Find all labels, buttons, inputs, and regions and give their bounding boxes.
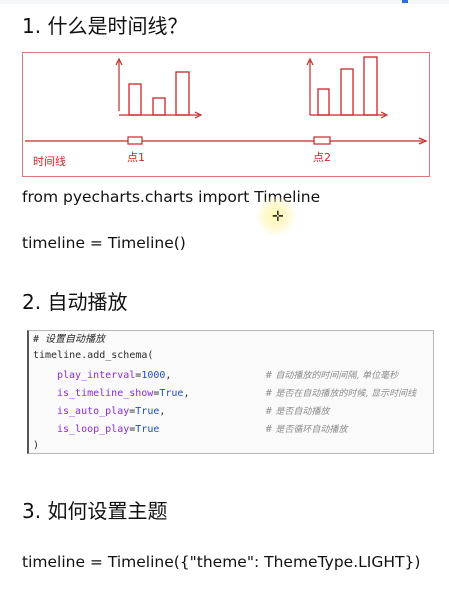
timeline-diagram: 时间线 点1 点2 (22, 52, 430, 177)
timeline-point-1-label: 点1 (127, 151, 145, 164)
code-block-auto-play: # 设置自动播放 timeline.add_schema( play_inter… (27, 330, 434, 454)
code-param-tail: , (183, 388, 190, 399)
code-inline-comment: # 是否在自动播放的时候, 显示时间线 (265, 389, 417, 399)
timeline-point-2-marker (313, 136, 331, 145)
code-param-line: is_timeline_show=True, (57, 388, 190, 399)
left-chart-x-arrow (194, 111, 203, 119)
code-param-name: is_loop_play (57, 424, 130, 435)
code-param-value: True (135, 424, 160, 435)
code-param-value: 1000 (141, 370, 166, 381)
right-bar-1 (317, 88, 330, 116)
right-bar-2 (340, 68, 354, 116)
left-bar-3 (175, 71, 190, 116)
heading-what-is-timeline: 1. 什么是时间线？ (22, 14, 188, 38)
timeline-diagram-svg: 时间线 点1 点2 (25, 56, 428, 168)
code-param-line: is_auto_play=True, (57, 406, 166, 417)
timeline-axis-arrow (418, 137, 428, 145)
code-param-name: play_interval (57, 370, 136, 381)
code-param-name: is_auto_play (57, 406, 130, 417)
move-cursor-icon: ✛ (272, 209, 284, 225)
code-inline-comment: # 是否循环自动播放 (265, 425, 348, 435)
heading-auto-play: 2. 自动播放 (22, 290, 128, 314)
left-bar-2 (152, 97, 166, 116)
code-inline-comment: # 自动播放的时间间隔, 单位毫秒 (265, 371, 399, 381)
right-chart-x-arrow (380, 111, 389, 119)
left-chart-y-arrow (115, 57, 123, 66)
top-bar (0, 0, 449, 4)
heading-set-theme: 3. 如何设置主题 (22, 499, 168, 523)
code-param-tail: , (165, 370, 172, 381)
timeline-point-2-label: 点2 (313, 151, 331, 164)
code-param-value: True (135, 406, 160, 417)
code-call-line: timeline.add_schema( (33, 350, 154, 361)
indicator (402, 0, 408, 3)
import-line: from pyecharts.charts import Timeline (22, 188, 321, 206)
code-param-value: True (159, 388, 184, 399)
code-param-line: play_interval=1000, (57, 370, 172, 381)
mouse-cursor-highlight (256, 196, 296, 236)
code-param-name: is_timeline_show (57, 388, 154, 399)
left-bar-1 (128, 83, 142, 116)
code-close-line: ) (33, 440, 40, 451)
right-bar-3 (363, 56, 378, 116)
code-param-line: is_loop_play=True (57, 424, 160, 435)
code-comment-line: # 设置自动播放 (33, 334, 106, 345)
theme-line: timeline = Timeline({"theme": ThemeType.… (22, 553, 421, 571)
right-chart-y-arrow (306, 57, 314, 66)
timeline-init-line: timeline = Timeline() (22, 234, 186, 252)
timeline-axis-label: 时间线 (33, 154, 66, 168)
timeline-point-1-marker (127, 136, 143, 145)
code-inline-comment: # 是否自动播放 (265, 407, 330, 417)
code-param-tail: , (159, 406, 166, 417)
